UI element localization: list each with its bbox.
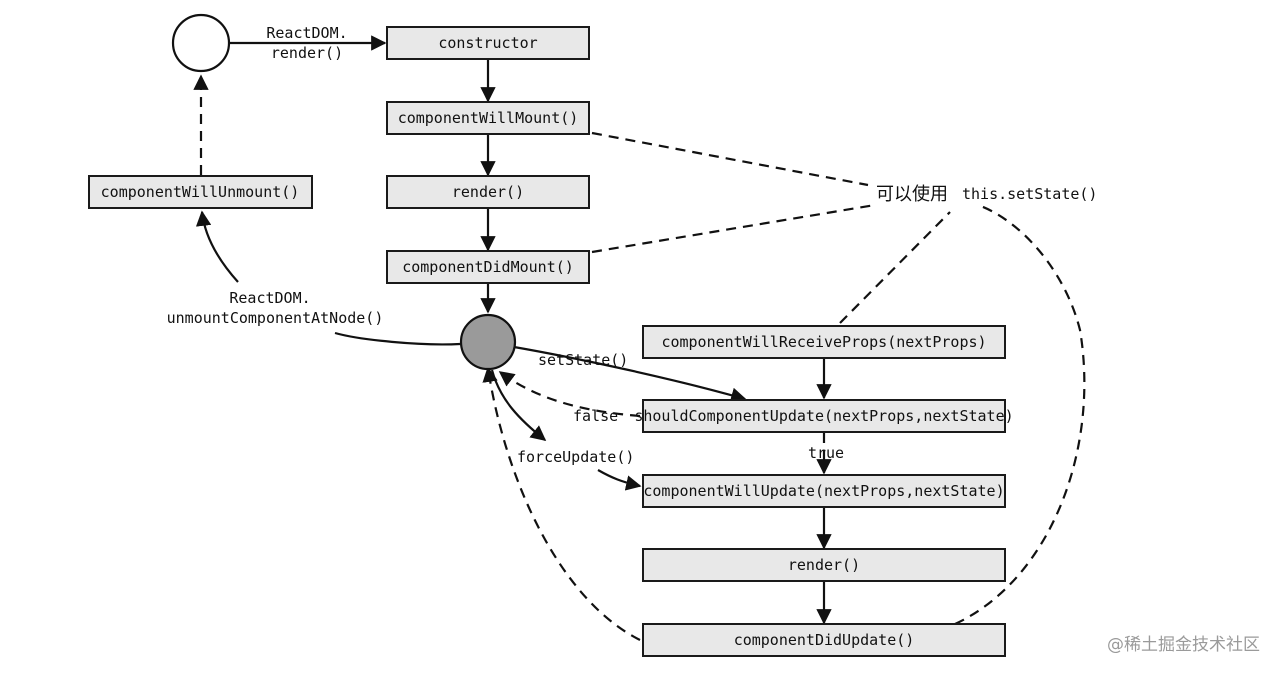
box-component-will-unmount: componentWillUnmount(): [88, 175, 313, 209]
box-component-did-update-label: componentDidUpdate(): [734, 631, 915, 649]
label-unmount-line2: unmountComponentAtNode(): [167, 309, 384, 327]
box-constructor-label: constructor: [438, 34, 537, 52]
box-render-update-label: render(): [788, 556, 860, 574]
arrow-setstate-to-should: [513, 345, 747, 403]
box-component-did-mount: componentDidMount(): [386, 250, 590, 284]
arrow-didupdate-to-state: [482, 366, 641, 641]
label-this-setstate: this.setState(): [962, 185, 1097, 203]
label-can-use: 可以使用: [876, 184, 948, 205]
arrow-false-to-state: [498, 371, 641, 418]
box-component-will-receive-props-label: componentWillReceiveProps(nextProps): [661, 333, 986, 351]
box-component-will-receive-props: componentWillReceiveProps(nextProps): [642, 325, 1006, 359]
box-component-will-update-label: componentWillUpdate(nextProps,nextState): [643, 482, 1004, 500]
box-component-did-update: componentDidUpdate(): [642, 623, 1006, 657]
box-component-will-update: componentWillUpdate(nextProps,nextState): [642, 474, 1006, 508]
line-state-to-unmount-label: [334, 331, 461, 346]
line-willmount-to-setstate-note: [591, 131, 869, 187]
box-component-will-unmount-label: componentWillUnmount(): [101, 183, 300, 201]
label-unmount-line1: ReactDOM.: [229, 289, 310, 307]
box-should-component-update: shouldComponentUpdate(nextProps,nextStat…: [634, 399, 1014, 433]
label-true: true: [808, 444, 844, 462]
start-node: [171, 13, 231, 73]
box-component-did-mount-label: componentDidMount(): [402, 258, 574, 276]
watermark: @稀土掘金技术社区: [1107, 635, 1260, 655]
label-setstate: setState(): [538, 351, 628, 369]
state-node: [459, 313, 517, 371]
arrow-forceupdate-to-willupdate: [597, 469, 642, 491]
label-false: false: [573, 407, 618, 425]
box-render-mount-label: render(): [452, 183, 524, 201]
label-reactdom-render-line2: render(): [271, 44, 343, 62]
line-didmount-to-setstate-note: [591, 203, 876, 254]
line-didupdate-to-setstate-note: [954, 203, 1086, 625]
arrow-unmount-label-to-willunmount: [195, 210, 239, 283]
label-forceupdate: forceUpdate(): [517, 448, 634, 466]
box-render-mount: render(): [386, 175, 590, 209]
box-render-update: render(): [642, 548, 1006, 582]
box-component-will-mount-label: componentWillMount(): [398, 109, 579, 127]
box-should-component-update-label: shouldComponentUpdate(nextProps,nextStat…: [634, 407, 1013, 425]
box-component-will-mount: componentWillMount(): [386, 101, 590, 135]
label-reactdom-render-line1: ReactDOM.: [266, 24, 347, 42]
connectors: [193, 35, 1086, 641]
line-receiveprops-to-setstate-note: [839, 211, 951, 324]
box-constructor: constructor: [386, 26, 590, 60]
